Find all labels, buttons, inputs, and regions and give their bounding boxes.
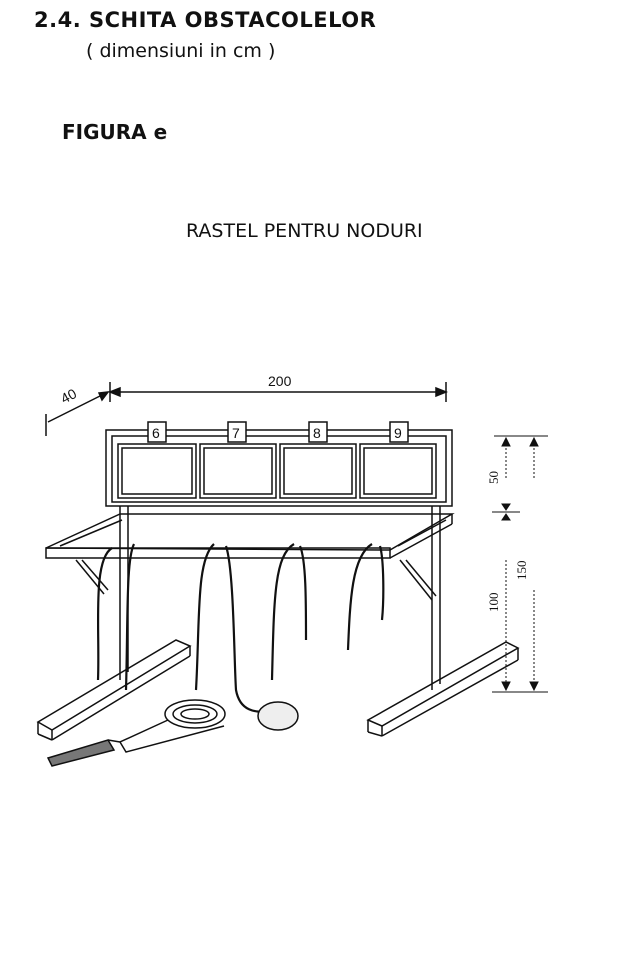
- bar-height-label: 100: [486, 593, 501, 613]
- panel-number: 8: [313, 425, 321, 441]
- section-title: 2.4. SCHITA OBSTACOLELOR: [34, 8, 377, 32]
- diagram-title: RASTEL PENTRU NODURI: [186, 220, 423, 242]
- panel-frame: [105, 429, 453, 507]
- panel-numbers: 6 7 8 9: [147, 421, 409, 443]
- figure-label: FIGURA e: [62, 120, 168, 144]
- feet: [36, 639, 520, 741]
- uprights: [119, 506, 441, 690]
- horizontal-rail: [45, 513, 455, 601]
- depth-label: 40: [58, 385, 79, 407]
- accessories: [46, 699, 299, 767]
- width-dimension: 200: [107, 373, 449, 402]
- panel-number: 7: [232, 425, 240, 441]
- width-label: 200: [268, 373, 292, 389]
- height-dimensions: 50 150 100: [486, 435, 548, 693]
- total-height-label: 150: [514, 561, 529, 581]
- units-note: ( dimensiuni in cm ): [86, 40, 276, 62]
- depth-dimension: 40: [45, 385, 110, 436]
- panel-number: 6: [152, 425, 160, 441]
- panel-number: 9: [394, 425, 402, 441]
- ropes: [96, 543, 385, 714]
- panel-height-label: 50: [486, 471, 501, 484]
